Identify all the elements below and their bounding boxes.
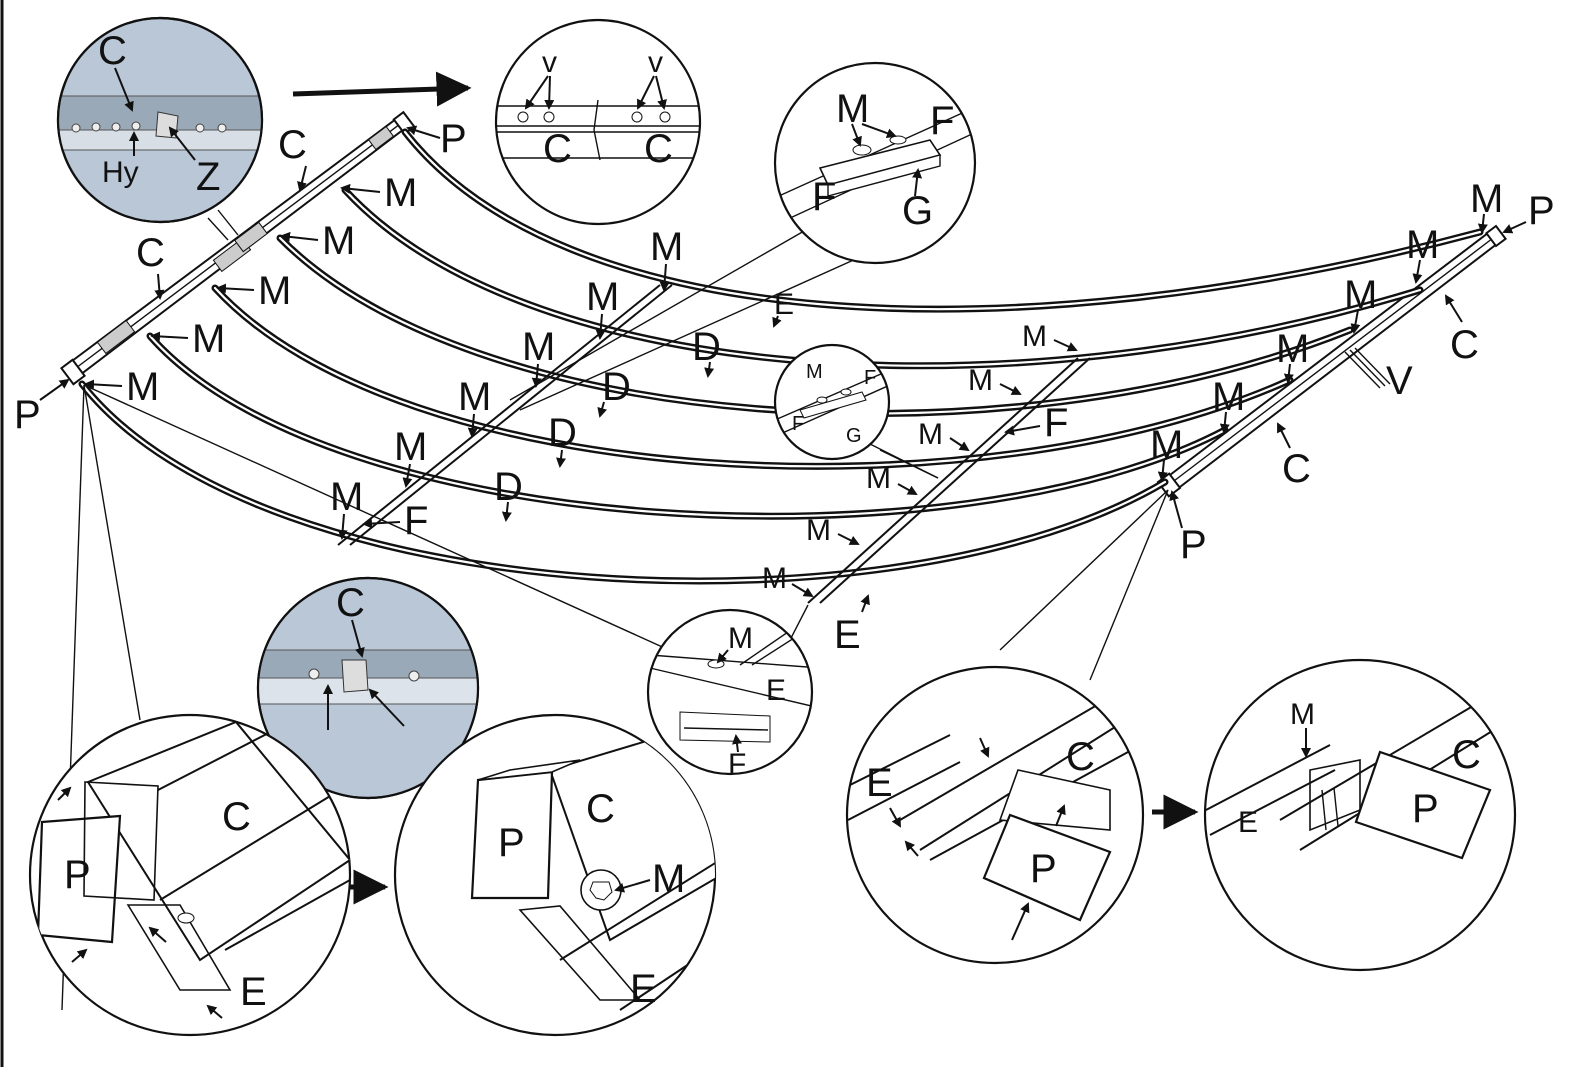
label-c: C — [1452, 733, 1481, 777]
label-m-8: M — [522, 325, 555, 369]
label-v-right: v — [648, 46, 663, 79]
label-v: V — [1386, 359, 1413, 403]
callout-bottom-left-1: P C E — [28, 713, 352, 1037]
label-p-top-right: P — [1528, 189, 1555, 233]
label-c: C — [98, 29, 127, 73]
label-g-small: G — [846, 425, 862, 447]
callout-top-right: M F F G — [773, 61, 977, 265]
label-c-left: C — [543, 127, 572, 171]
label-f-bottom: F — [812, 175, 836, 219]
label-d-4: D — [494, 465, 523, 509]
label-v-left: v — [542, 46, 557, 79]
callout-bottom-middle: M E F — [646, 608, 814, 781]
label-m-13: M — [968, 364, 993, 397]
label-m-18: M — [1470, 177, 1503, 221]
label-p: P — [498, 821, 525, 865]
label-m-3: M — [258, 269, 291, 313]
callout-top-center: v v C C — [494, 18, 702, 226]
callout-center-photo: C — [256, 576, 480, 800]
label-c-1: C — [278, 123, 307, 167]
callout-top-left-photo: C Hy Z — [56, 16, 264, 224]
label-c-4: C — [1282, 447, 1311, 491]
label-f-2: F — [1044, 401, 1068, 445]
label-f-1: F — [404, 499, 428, 543]
label-p-left: P — [14, 393, 41, 437]
label-m-small: M — [806, 361, 823, 383]
label-d-1: D — [692, 325, 721, 369]
label-c-3: C — [1450, 323, 1479, 367]
label-m-2: M — [322, 219, 355, 263]
flow-arrow-top — [292, 71, 472, 107]
label-f: F — [728, 748, 746, 781]
label-f-small-1: F — [864, 367, 876, 389]
label-f-small-2: F — [792, 413, 804, 435]
label-p: P — [64, 853, 91, 897]
label-e: E — [240, 970, 267, 1014]
left-end-cap-p1 — [59, 358, 87, 386]
label-c: C — [1066, 735, 1095, 779]
label-m-20: M — [1344, 273, 1377, 317]
label-m-9: M — [458, 375, 491, 419]
label-m-21: M — [1276, 327, 1309, 371]
label-m-12: M — [1022, 320, 1047, 353]
label-m: M — [652, 857, 685, 901]
label-p: P — [1030, 847, 1057, 891]
label-m: M — [1290, 698, 1315, 731]
label-m-15: M — [866, 462, 891, 495]
label-c: C — [586, 787, 615, 831]
label-m-5: M — [126, 365, 159, 409]
label-e: E — [866, 761, 893, 805]
label-e: E — [630, 967, 657, 1011]
label-p-right: P — [1180, 523, 1207, 567]
label-g: G — [902, 189, 933, 233]
label-z: Z — [196, 155, 220, 199]
label-m-14: M — [918, 418, 943, 451]
label-m-10: M — [394, 425, 427, 469]
callout-mid-small: M F F G — [773, 343, 891, 461]
main-labels: P P P P C C C C V M M M M M M M M — [14, 117, 1555, 657]
label-c-2: C — [136, 231, 165, 275]
label-e-1: E — [774, 288, 794, 321]
callout-leaders — [207, 209, 939, 641]
label-d-2: D — [602, 365, 631, 409]
label-c: C — [222, 795, 251, 839]
label-hy: Hy — [102, 156, 139, 189]
label-m-1: M — [384, 171, 417, 215]
label-m-22: M — [1212, 375, 1245, 419]
callout-bottom-left-2: P C M E — [393, 713, 717, 1037]
label-m-17: M — [762, 562, 787, 595]
label-e: E — [1238, 806, 1258, 839]
label-p-top-left: P — [440, 117, 467, 161]
label-m-11: M — [330, 475, 363, 519]
callout-bottom-right-1: E C P — [845, 665, 1145, 965]
label-c-right: C — [644, 127, 673, 171]
label-p: P — [1412, 787, 1439, 831]
label-m-6: M — [650, 225, 683, 269]
label-m-19: M — [1406, 223, 1439, 267]
ribs — [78, 128, 1484, 585]
label-e-2: E — [834, 613, 861, 657]
label-m: M — [728, 622, 753, 655]
label-m-7: M — [586, 275, 619, 319]
label-d-3: D — [548, 411, 577, 455]
right-end-cap-p2 — [1484, 224, 1508, 248]
label-e: E — [766, 674, 786, 707]
label-m-23: M — [1150, 423, 1183, 467]
label-c: C — [336, 581, 365, 625]
label-f-top: F — [930, 99, 954, 143]
label-m-16: M — [806, 514, 831, 547]
label-m-4: M — [192, 317, 225, 361]
callout-bottom-right-2: M E C P — [1203, 658, 1517, 972]
